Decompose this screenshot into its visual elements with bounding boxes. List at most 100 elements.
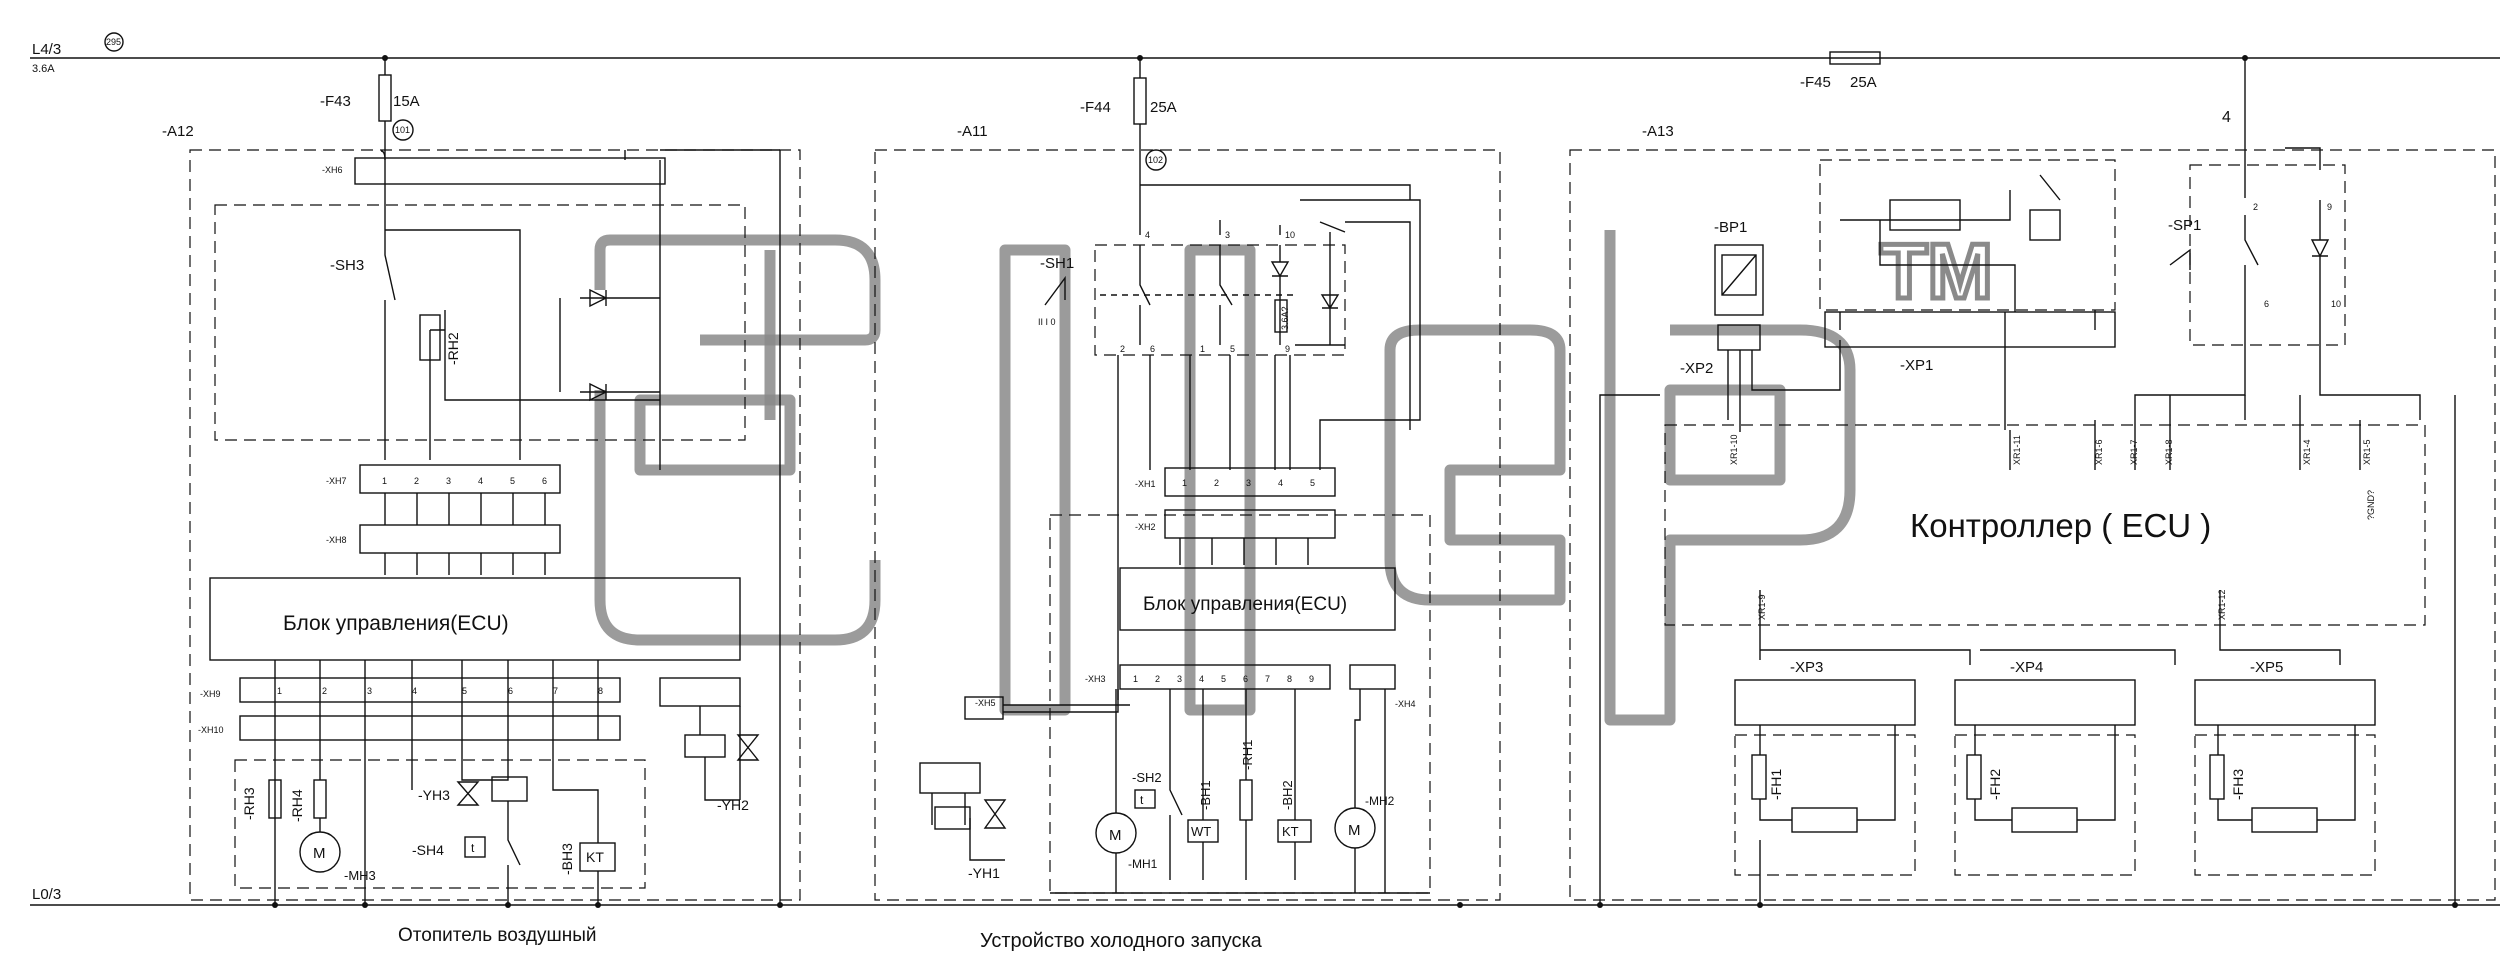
- xh3-pins: 1 2 3 4 5 6 7 8 9: [1133, 674, 1314, 684]
- svg-text:3: 3: [446, 476, 451, 486]
- svg-text:-RH4: -RH4: [289, 789, 305, 822]
- svg-text:XR1-12: XR1-12: [2217, 589, 2227, 620]
- svg-text:-XH1: -XH1: [1135, 479, 1156, 489]
- svg-text:-XH3: -XH3: [1085, 674, 1106, 684]
- watermark-logo: ТМ: [594, 225, 1995, 726]
- xh1-pins: 1 2 3 4 5: [1182, 478, 1315, 488]
- fuse-f45-ref: -F45: [1800, 74, 1831, 91]
- svg-text:6: 6: [508, 686, 513, 696]
- a12-caption: Отопитель воздушный: [398, 925, 597, 946]
- svg-text:10: 10: [2331, 299, 2341, 309]
- svg-text:6: 6: [2264, 299, 2269, 309]
- svg-text:t: t: [1140, 793, 1144, 807]
- svg-text:1: 1: [277, 686, 282, 696]
- fuse-f43: -F43 15A 101: [320, 58, 420, 160]
- svg-text:-BH3: -BH3: [559, 843, 575, 875]
- a12-ecu: Блок управления(ECU): [283, 612, 509, 635]
- svg-text:4: 4: [412, 686, 417, 696]
- svg-text:-XH6: -XH6: [322, 165, 343, 175]
- svg-text:-SH1: -SH1: [1040, 255, 1074, 272]
- svg-text:3: 3: [1246, 478, 1251, 488]
- a11-ref: -A11: [957, 123, 988, 140]
- svg-text:4: 4: [478, 476, 483, 486]
- svg-text:4: 4: [1145, 230, 1150, 240]
- svg-text:-XH10: -XH10: [198, 725, 224, 735]
- svg-text:-XP5: -XP5: [2250, 659, 2283, 676]
- power-rails: L4/3 3.6A L0/3 295: [30, 32, 2500, 906]
- svg-text:-RH3: -RH3: [241, 787, 257, 820]
- block-a13: -A13 -BP1 -XP2 -XP1 -SP1 2 9 6 10 Контро…: [1569, 123, 2496, 905]
- svg-text:XR1-9: XR1-9: [1757, 594, 1767, 620]
- fuse-f43-rating: 15A: [393, 93, 420, 110]
- svg-text:-FH2: -FH2: [1987, 769, 2003, 800]
- svg-text:?GND?: ?GND?: [2366, 490, 2376, 520]
- svg-text:9: 9: [1285, 344, 1290, 354]
- svg-text:5: 5: [510, 476, 515, 486]
- svg-text:6: 6: [1150, 344, 1155, 354]
- xh7-pins: 1 2 3 4 5 6: [382, 476, 547, 486]
- svg-text:-FH1: -FH1: [1768, 769, 1784, 800]
- svg-text:-XP3: -XP3: [1790, 659, 1823, 676]
- svg-text:4: 4: [1278, 478, 1283, 488]
- fuse-f43-node: 101: [395, 125, 410, 135]
- svg-text:1: 1: [1182, 478, 1187, 488]
- svg-text:-XP1: -XP1: [1900, 357, 1933, 374]
- svg-text:-YH3: -YH3: [418, 787, 450, 803]
- a13-ecu: Контроллер ( ECU ): [1910, 507, 2211, 544]
- svg-text:-BH1: -BH1: [1198, 780, 1213, 810]
- svg-text:-MH1: -MH1: [1128, 857, 1158, 871]
- svg-text:-SH2: -SH2: [1132, 770, 1162, 785]
- svg-text:1: 1: [382, 476, 387, 486]
- svg-text:M: M: [1348, 822, 1361, 839]
- svg-text:-SH4: -SH4: [412, 842, 444, 858]
- svg-text:M: M: [313, 845, 326, 862]
- block-a11: -A11 -SH1 II I 0 4 3 10 3.6A? 2 6 1 5 9 …: [874, 123, 1501, 952]
- svg-text:-YH2: -YH2: [717, 797, 749, 813]
- svg-text:3: 3: [1177, 674, 1182, 684]
- xh9-pins: 1 2 3 4 5 6 7 8: [277, 686, 603, 696]
- svg-text:5: 5: [1230, 344, 1235, 354]
- svg-text:-XH8: -XH8: [326, 535, 347, 545]
- svg-text:5: 5: [462, 686, 467, 696]
- svg-text:XR1-8: XR1-8: [2164, 439, 2174, 465]
- svg-text:KT: KT: [1282, 824, 1299, 839]
- svg-text:-XH2: -XH2: [1135, 522, 1156, 532]
- svg-text:1: 1: [1200, 344, 1205, 354]
- svg-text:-XH4: -XH4: [1395, 699, 1416, 709]
- svg-text:-BP1: -BP1: [1714, 219, 1747, 236]
- svg-text:2: 2: [2253, 202, 2258, 212]
- svg-text:-XH7: -XH7: [326, 476, 347, 486]
- svg-text:2: 2: [1120, 344, 1125, 354]
- svg-text:5: 5: [1310, 478, 1315, 488]
- svg-text:-YH1: -YH1: [968, 865, 1000, 881]
- svg-text:-MH2: -MH2: [1365, 794, 1395, 808]
- svg-text:t: t: [471, 841, 475, 855]
- fuse-f44-rating: 25A: [1150, 99, 1177, 116]
- svg-text:M: M: [1109, 827, 1122, 844]
- svg-text:-RH2: -RH2: [445, 332, 461, 365]
- svg-text:2: 2: [414, 476, 419, 486]
- junction-dots: [272, 55, 2458, 908]
- a11-ecu: Блок управления(ECU): [1143, 594, 1347, 615]
- svg-text:XR1-7: XR1-7: [2129, 439, 2139, 465]
- svg-text:XR1-11: XR1-11: [2012, 435, 2022, 465]
- svg-text:XR1-4: XR1-4: [2302, 439, 2312, 465]
- svg-text:2: 2: [1155, 674, 1160, 684]
- svg-text:XR1-6: XR1-6: [2094, 439, 2104, 465]
- svg-text:XR1-10: XR1-10: [1729, 434, 1739, 465]
- svg-text:1: 1: [1133, 674, 1138, 684]
- a13-ref: -A13: [1642, 123, 1674, 140]
- fuse-f45-rating: 25A: [1850, 74, 1877, 91]
- svg-text:3.6A?: 3.6A?: [1280, 306, 1290, 330]
- svg-text:XR1-5: XR1-5: [2362, 439, 2372, 465]
- svg-text:-RH1: -RH1: [1240, 740, 1255, 770]
- a13-connectors: XR1-10 XR1-11 XR1-6 XR1-7 XR1-8 XR1-4 XR…: [1729, 434, 2376, 620]
- svg-text:II I 0: II I 0: [1038, 317, 1056, 327]
- fuse-f44: -F44 25A 102: [1080, 58, 1177, 220]
- fuse-f43-ref: -F43: [320, 93, 351, 110]
- watermark-tm: ТМ: [1880, 227, 1993, 315]
- svg-text:-BH2: -BH2: [1280, 780, 1295, 810]
- a11-caption: Устройство холодного запуска: [980, 930, 1263, 952]
- svg-text:-XH5: -XH5: [975, 698, 996, 708]
